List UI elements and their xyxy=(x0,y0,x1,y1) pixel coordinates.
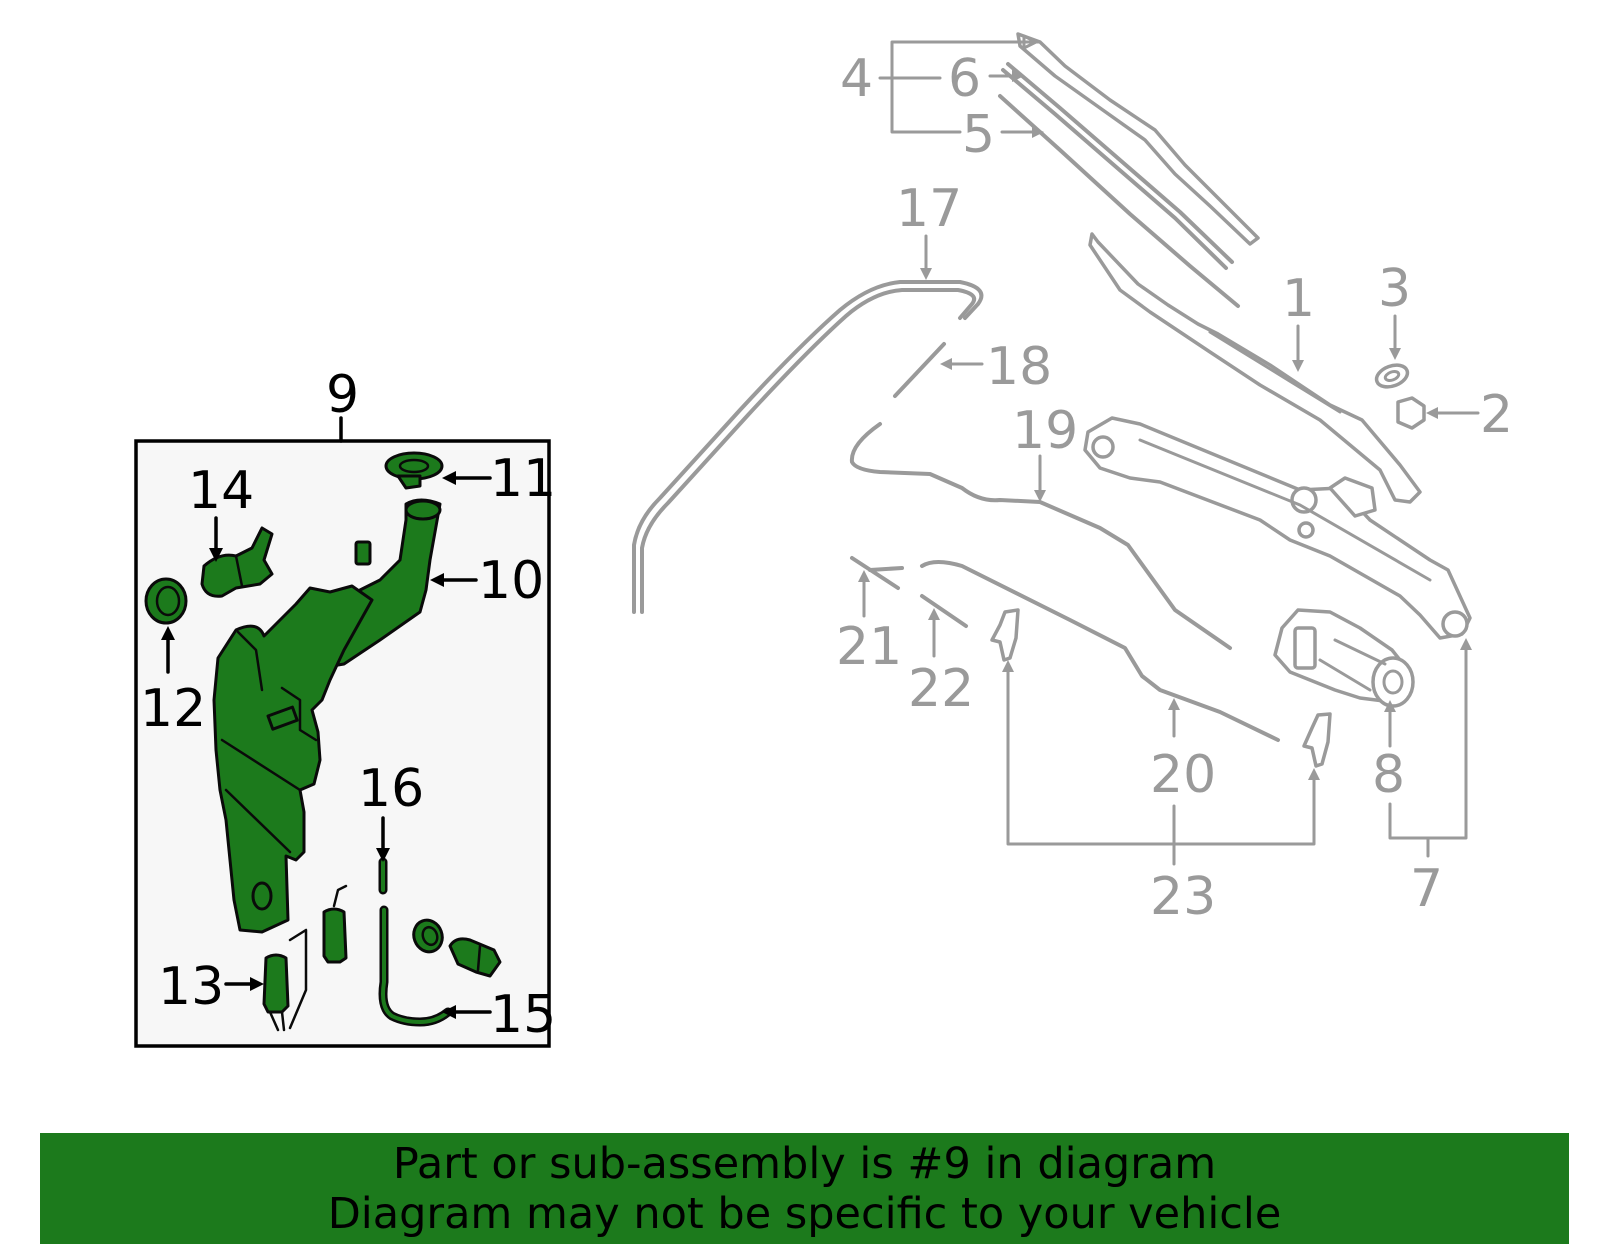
nut-2 xyxy=(1396,396,1426,430)
callout-5: 5 xyxy=(962,105,995,165)
callout-14: 14 xyxy=(188,461,254,521)
grey-leaders xyxy=(858,34,1480,866)
callout-8: 8 xyxy=(1372,745,1405,805)
wiper-linkage-7 xyxy=(1083,416,1472,640)
info-banner: Part or sub-assembly is #9 in diagram Di… xyxy=(40,1133,1569,1244)
callout-10: 10 xyxy=(478,551,544,611)
pump-secondary xyxy=(322,884,348,964)
banner-line-1: Part or sub-assembly is #9 in diagram xyxy=(392,1139,1217,1189)
pump-13 xyxy=(262,928,308,1032)
black-leaders xyxy=(161,471,492,1019)
hose-19 xyxy=(849,422,1232,650)
callout-7: 7 xyxy=(1410,859,1443,919)
callout-23: 23 xyxy=(1150,867,1216,927)
callout-2: 2 xyxy=(1480,385,1513,445)
grommet-12 xyxy=(144,577,188,625)
pump-connector xyxy=(448,937,502,978)
hose-15 xyxy=(378,905,453,1027)
callout-17: 17 xyxy=(896,179,962,239)
washer-reservoir-tank xyxy=(212,498,442,934)
callout-18: 18 xyxy=(986,337,1052,397)
hose-17 xyxy=(632,280,984,614)
callout-15: 15 xyxy=(490,985,556,1045)
callout-9: 9 xyxy=(326,365,359,425)
connector-22 xyxy=(920,594,968,628)
washer-nozzle-right xyxy=(1302,712,1332,768)
callout-22: 22 xyxy=(908,659,974,719)
callout-20: 20 xyxy=(1150,745,1216,805)
connector-18 xyxy=(893,342,946,398)
callout-4: 4 xyxy=(840,49,873,109)
connector-21 xyxy=(850,556,904,590)
level-sensor-14 xyxy=(200,526,274,598)
callout-1: 1 xyxy=(1282,269,1315,329)
pump-grommet xyxy=(412,918,444,954)
callout-16: 16 xyxy=(358,759,424,819)
callout-3: 3 xyxy=(1378,259,1411,319)
banner-line-2: Diagram may not be specific to your vehi… xyxy=(327,1189,1282,1239)
callout-6: 6 xyxy=(948,49,981,109)
wiper-arm-1 xyxy=(1088,232,1422,504)
callout-11: 11 xyxy=(490,449,556,509)
callout-13: 13 xyxy=(158,957,224,1017)
callout-19: 19 xyxy=(1012,401,1078,461)
callout-21: 21 xyxy=(836,617,902,677)
hose-20 xyxy=(920,560,1280,742)
wiper-motor-8 xyxy=(1273,608,1415,708)
callout-12: 12 xyxy=(140,679,206,739)
washer-3 xyxy=(1374,363,1410,389)
cap-11 xyxy=(384,451,444,490)
wiper-blade-assembly xyxy=(998,32,1260,308)
washer-nozzle-left xyxy=(990,608,1020,662)
